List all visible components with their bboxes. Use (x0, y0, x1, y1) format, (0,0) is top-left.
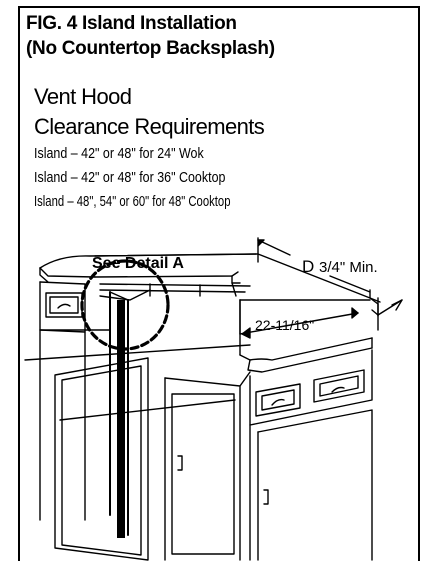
min-clearance-label: 3/4" Min. (319, 259, 378, 276)
right-lower-cabinet (164, 371, 251, 561)
right-drawers (249, 349, 373, 561)
dimension-cutout-depth (239, 299, 359, 339)
dimension-d-label: D (302, 257, 314, 276)
requirement-wok: Island – 42" or 48" for 24" Wok (34, 146, 204, 162)
dimension-d (257, 237, 403, 331)
reference-lines (24, 329, 251, 421)
requirement-36-cooktop: Island – 42" or 48" for 36" Cooktop (34, 170, 226, 186)
detail-a-callout (80, 259, 170, 351)
left-door (54, 357, 149, 561)
cutout-depth-label: 22-11/16" (255, 317, 314, 333)
heading-line-2: Clearance Requirements (34, 114, 265, 139)
detail-a-label: See Detail A (92, 255, 184, 272)
figure-subtitle: (No Countertop Backsplash) (26, 38, 275, 59)
cutout-rail (99, 282, 251, 297)
figure-frame (18, 6, 420, 561)
figure-title: FIG. 4 Island Installation (26, 13, 237, 34)
support-post (99, 289, 151, 538)
heading-line-1: Vent Hood (34, 84, 132, 109)
requirement-48-cooktop: Island – 48", 54" or 60" for 48" Cooktop (34, 194, 231, 210)
